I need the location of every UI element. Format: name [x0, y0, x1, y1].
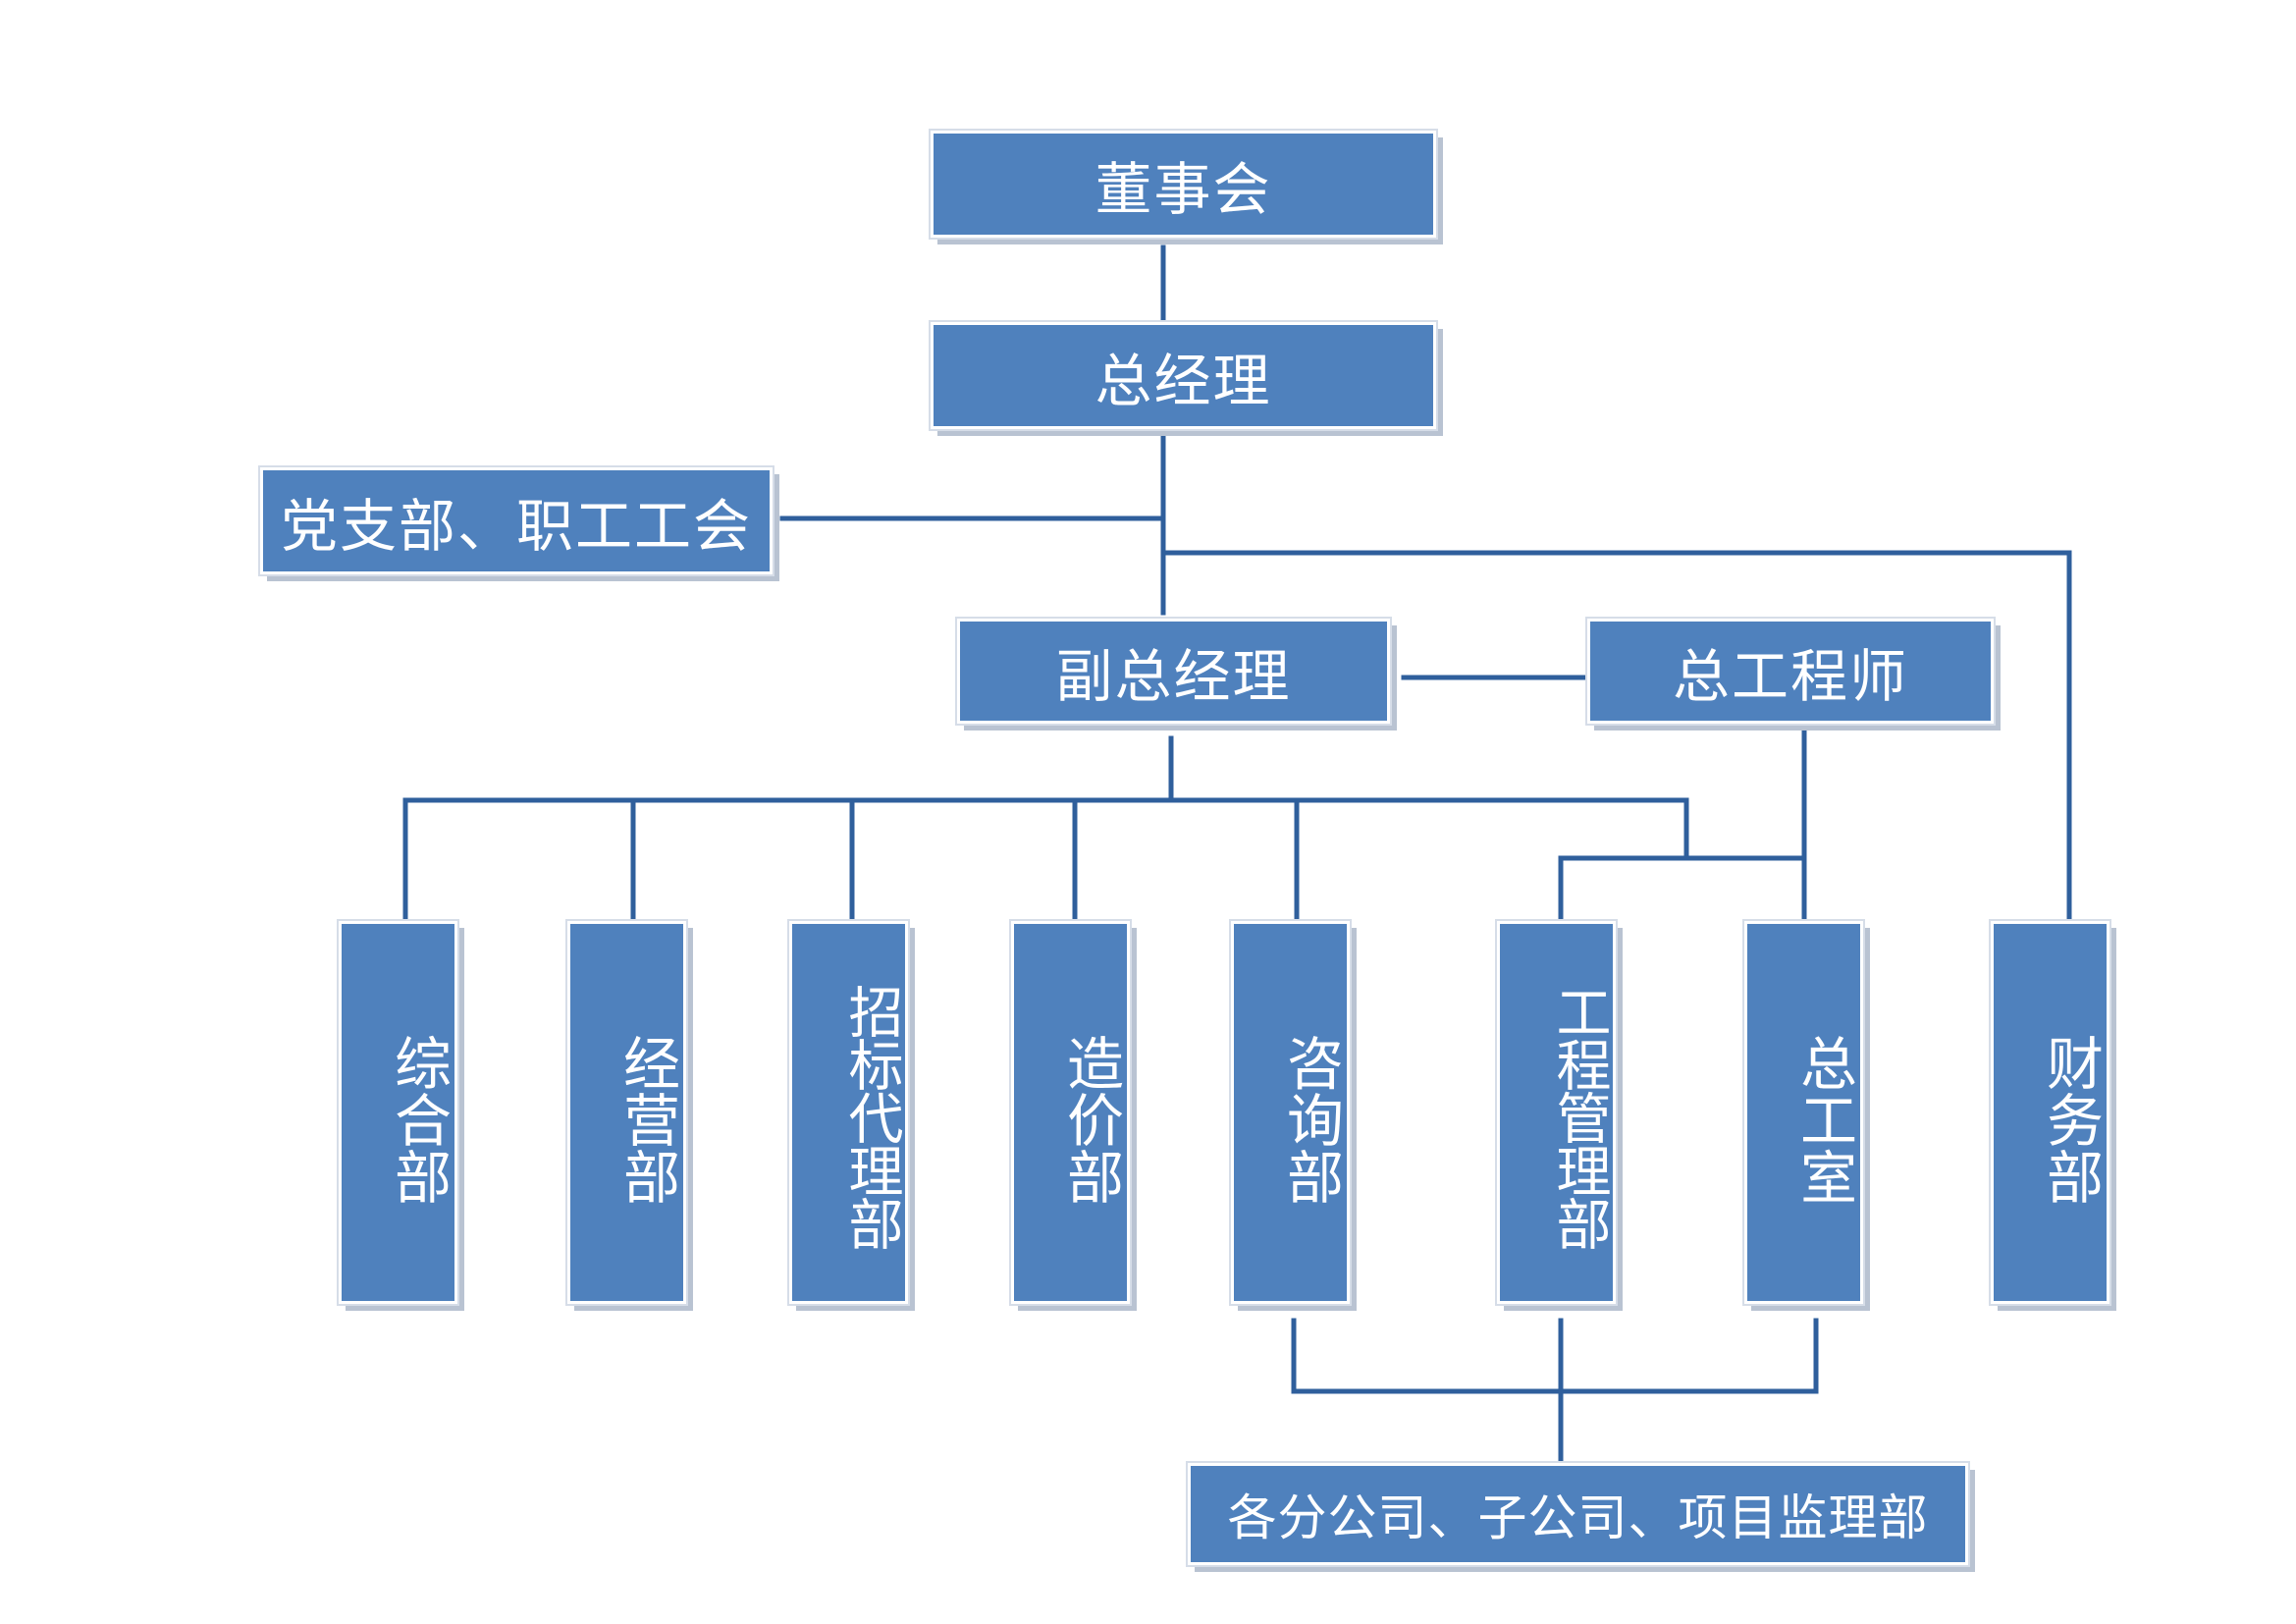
general-manager-box: 总经理 [929, 320, 1438, 431]
dept-project-management-box: 工程管理部 [1495, 919, 1618, 1306]
dept-chief-engineer-office-box: 总工室 [1742, 919, 1865, 1306]
board-box: 董事会 [929, 129, 1438, 240]
general-manager-label: 总经理 [1095, 347, 1272, 414]
dept-consulting-label: 咨询部 [1277, 1034, 1344, 1205]
dept-general-affairs-box: 综合部 [337, 919, 459, 1306]
dept-business-box: 经营部 [565, 919, 688, 1306]
dept-chief-engineer-office-label: 总工室 [1790, 1034, 1857, 1205]
dept-finance-box: 财务部 [1989, 919, 2111, 1306]
dept-general-affairs-label: 综合部 [385, 1034, 452, 1205]
branches-box: 各分公司、子公司、项目监理部 [1186, 1461, 1970, 1567]
dept-business-label: 经营部 [614, 1034, 680, 1205]
chief-engineer-label: 总工程师 [1672, 642, 1908, 710]
chief-engineer-box: 总工程师 [1585, 617, 1996, 726]
dept-consulting-box: 咨询部 [1229, 919, 1352, 1306]
board-label: 董事会 [1095, 155, 1272, 223]
dept-tender-agency-box: 招标代理部 [787, 919, 910, 1306]
dept-tender-agency-label: 招标代理部 [839, 984, 903, 1249]
dept-project-management-label: 工程管理部 [1547, 984, 1611, 1249]
dept-finance-label: 财务部 [2037, 1034, 2104, 1205]
party-union-box: 党支部、职工工会 [258, 465, 774, 576]
deputy-gm-box: 副总经理 [955, 617, 1392, 726]
dept-cost-box: 造价部 [1009, 919, 1132, 1306]
party-union-label: 党支部、职工工会 [280, 492, 752, 560]
branches-label: 各分公司、子公司、项目监理部 [1227, 1489, 1929, 1546]
dept-cost-label: 造价部 [1057, 1034, 1124, 1205]
deputy-gm-label: 副总经理 [1055, 642, 1292, 710]
